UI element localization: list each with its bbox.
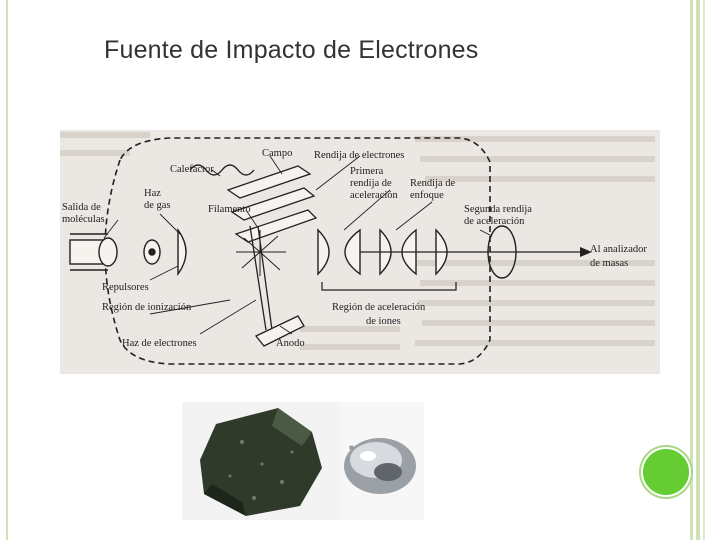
label-rendija-enfoque-2: enfoque (410, 190, 444, 201)
label-region-ionizacion: Región de ionización (102, 302, 192, 313)
slide-border-right (696, 0, 700, 540)
repeller-plate (178, 230, 186, 274)
slide-border-left (6, 0, 8, 540)
rock-samples-svg: ■ (182, 402, 424, 520)
label-salida-2: moléculas (62, 214, 105, 225)
molecule-inlet (70, 234, 160, 270)
label-haz-electrones: Haz de electrones (122, 338, 197, 349)
nugget-shine (360, 451, 376, 461)
label-rendija-electrones: Rendija de electrones (314, 150, 404, 161)
label-anodo: Ánodo (276, 337, 305, 349)
slide-title: Fuente de Impacto de Electrones (104, 36, 478, 65)
label-region-aceleracion-1: Región de aceleración (332, 302, 426, 313)
label-repulsores: Repulsores (102, 282, 149, 293)
label-salida-1: Salida de (62, 202, 101, 213)
label-rendija-enfoque-1: Rendija de (410, 178, 456, 189)
label-haz-gas-2: de gas (144, 200, 171, 211)
diagram-svg: Campo Rendija de electrones Calefactor P… (60, 130, 660, 374)
label-calefactor: Calefactor (170, 164, 214, 175)
label-segunda-2: de aceleración (464, 216, 525, 227)
electron-impact-source-diagram: Campo Rendija de electrones Calefactor P… (60, 130, 660, 374)
electron-beam (250, 226, 272, 330)
nugget-shadow (374, 463, 402, 481)
slide-border-right (703, 0, 705, 540)
green-circle-decoration (641, 447, 691, 497)
label-primera-3: aceleración (350, 190, 399, 201)
label-filamento: Filamento (208, 204, 251, 215)
label-region-aceleracion-2: de iones (366, 316, 401, 327)
slide-border-right (690, 0, 693, 540)
label-primera-2: rendija de (350, 178, 392, 189)
photo-mark: ■ (349, 443, 354, 452)
label-analizador-2: de masas (590, 258, 628, 269)
rock-samples-photo: ■ (182, 402, 424, 520)
label-haz-gas-1: Haz (144, 188, 161, 199)
label-primera-1: Primera (350, 166, 384, 177)
label-campo: Campo (262, 148, 292, 159)
label-analizador-1: Al analizador (590, 244, 647, 255)
label-segunda-1: Segunda rendija (464, 204, 532, 215)
